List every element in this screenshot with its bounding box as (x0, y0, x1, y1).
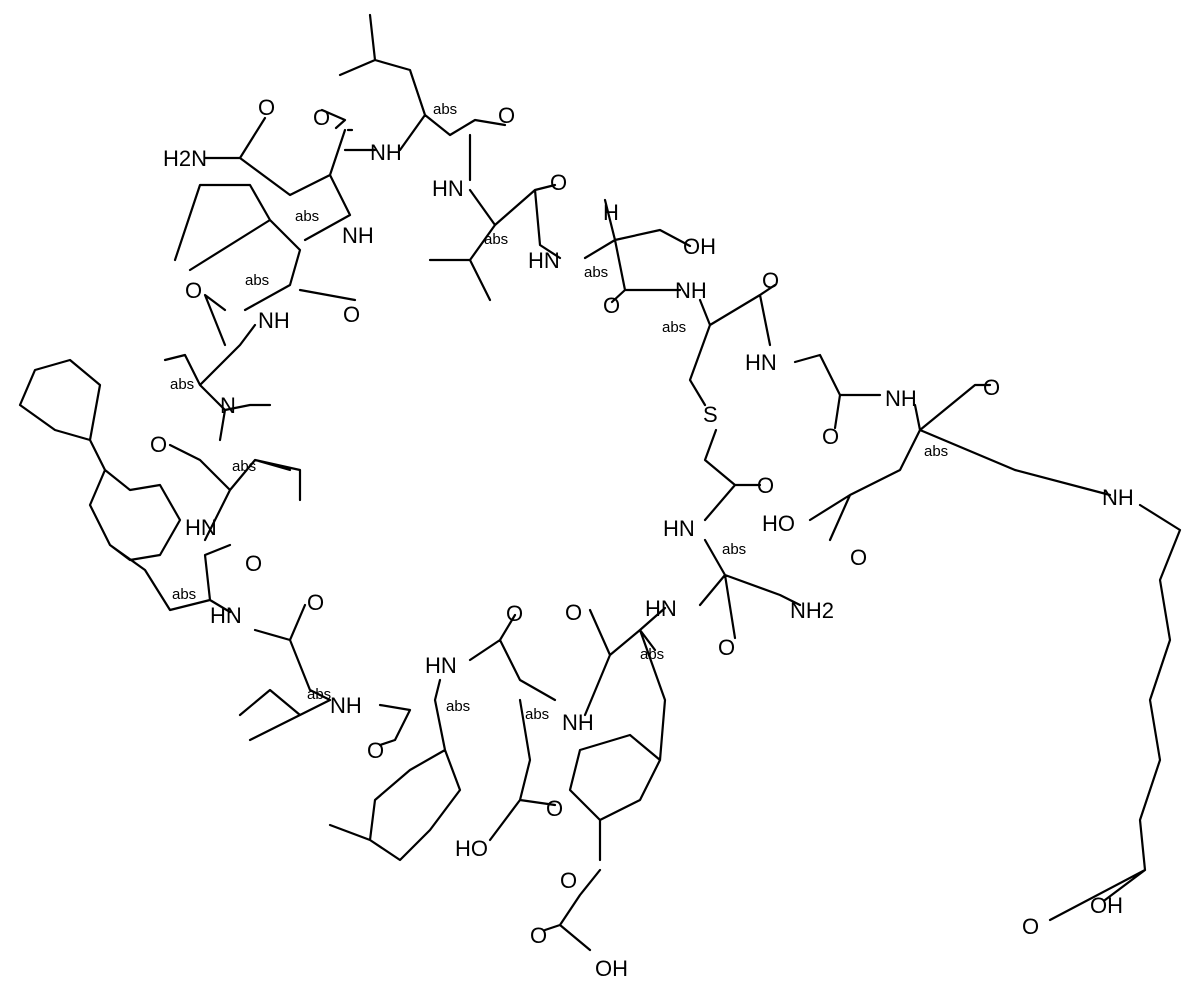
nh-label: NH (1102, 485, 1134, 510)
n-methyl-label: N (220, 393, 236, 418)
abs-label: abs (245, 272, 269, 289)
hn-label: HN (663, 516, 695, 541)
abs-label: abs (295, 208, 319, 225)
oxygen-label: O (762, 268, 779, 293)
oxygen-label: O (245, 551, 262, 576)
oxygen-label: O (530, 923, 547, 948)
nh-label: NH (342, 223, 374, 248)
oxygen-label: O (307, 590, 324, 615)
hydroxyl-label: OH (683, 234, 716, 259)
nh-label: NH (885, 386, 917, 411)
amine-label: NH2 (790, 598, 834, 623)
hn-label: HN (645, 596, 677, 621)
hn-label: HN (425, 653, 457, 678)
oxygen-label: O (983, 375, 1000, 400)
oxygen-label: O (506, 601, 523, 626)
abs-label: abs (433, 101, 457, 118)
hn-label: HN (528, 248, 560, 273)
nh-label: NH (258, 308, 290, 333)
ho-label: HO (455, 836, 488, 861)
hn-label: HN (210, 603, 242, 628)
abs-label: abs (722, 541, 746, 558)
nh-label: NH (562, 710, 594, 735)
abs-label: abs (584, 264, 608, 281)
abs-label: abs (307, 686, 331, 703)
oxygen-label: O (313, 105, 330, 130)
hn-label: HN (745, 350, 777, 375)
oxygen-label: O (343, 302, 360, 327)
oxygen-label: O (565, 600, 582, 625)
hydroxyl-label: OH (1090, 893, 1123, 918)
hn-label: HN (432, 176, 464, 201)
abs-label: abs (640, 646, 664, 663)
abs-label: abs (525, 706, 549, 723)
oxygen-label: O (560, 868, 577, 893)
oxygen-label: O (498, 103, 515, 128)
nh-label: NH (675, 278, 707, 303)
abs-label: abs (662, 319, 686, 336)
oxygen-label: O (150, 432, 167, 457)
abs-label: abs (446, 698, 470, 715)
nh-label: NH (330, 693, 362, 718)
sulfur-label: S (703, 402, 718, 427)
hydrogen-label: H (603, 200, 619, 225)
oxygen-label: O (546, 796, 563, 821)
oxygen-label: O (718, 635, 735, 660)
oxygen-label: O (757, 473, 774, 498)
oxygen-label: O (258, 95, 275, 120)
oxygen-label: O (603, 293, 620, 318)
atom-labels: H2N O O NH O HN O H OH HN NH NH O O NH O… (150, 95, 1134, 981)
abs-label: abs (170, 376, 194, 393)
oxygen-label: O (367, 738, 384, 763)
nh-label: NH (370, 140, 402, 165)
ho-label: HO (762, 511, 795, 536)
hn-label: HN (185, 515, 217, 540)
abs-label: abs (232, 458, 256, 475)
oxygen-label: O (1022, 914, 1039, 939)
oxygen-label: O (822, 424, 839, 449)
hydroxyl-label: OH (595, 956, 628, 981)
oxygen-label: O (850, 545, 867, 570)
amine-label: H2N (163, 146, 207, 171)
abs-label: abs (172, 586, 196, 603)
abs-label: abs (484, 231, 508, 248)
oxygen-label: O (550, 170, 567, 195)
oxygen-label: O (185, 278, 202, 303)
abs-label: abs (924, 443, 948, 460)
